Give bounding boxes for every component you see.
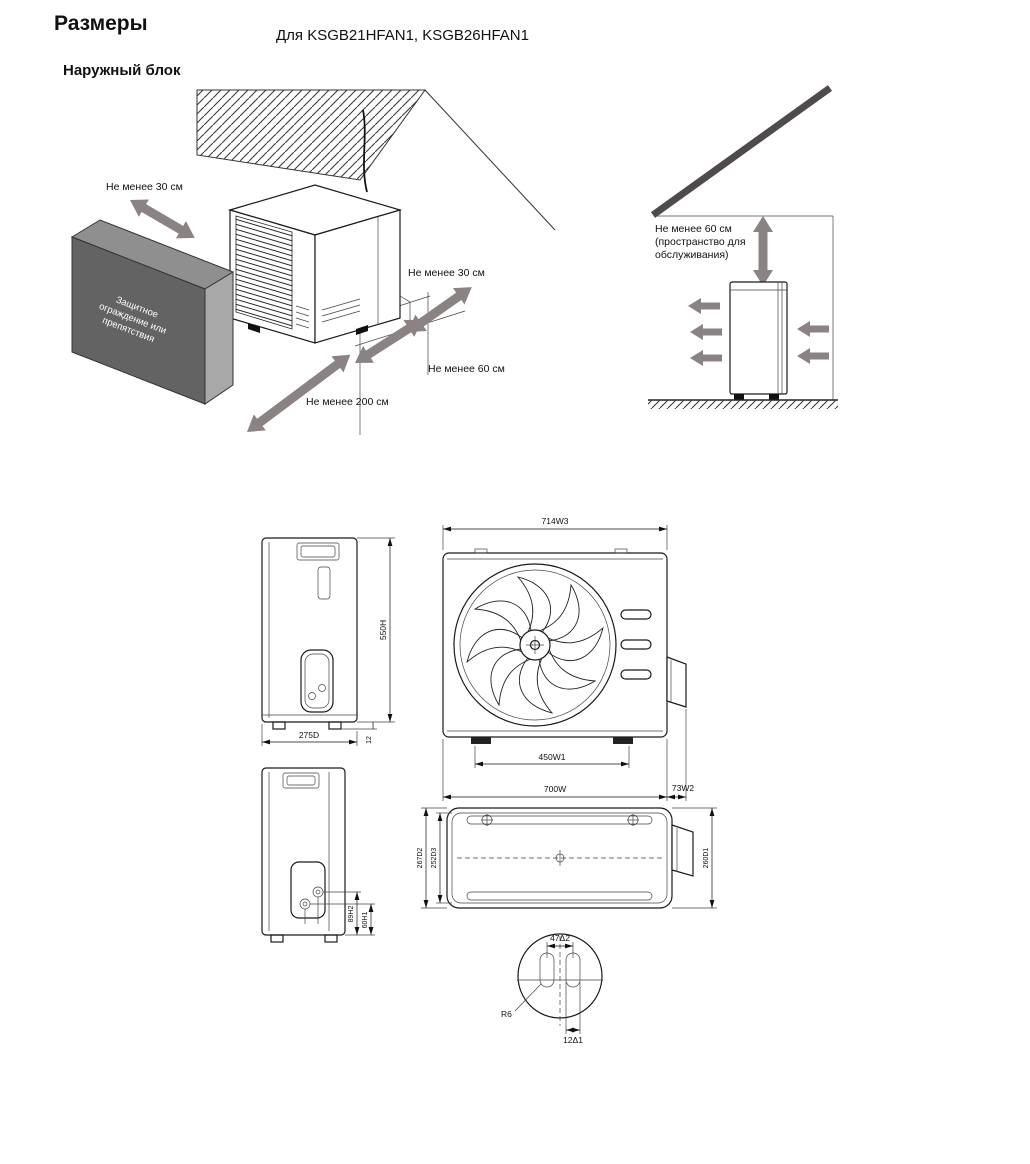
airflow-arrows: [688, 298, 829, 366]
power-cable: [362, 109, 368, 193]
ceiling-hatch: [196, 89, 556, 231]
installation-clearance-diagram: Защитное ограждение или препятствия Не м…: [70, 89, 556, 435]
unit-foot: [328, 721, 342, 730]
side-view-top: 550H 275D 12: [261, 537, 395, 746]
valve-cover: [290, 861, 326, 919]
side-view-bottom: 89H2 60H1: [261, 767, 375, 943]
label-clearance-200: Не менее 200 см: [306, 396, 389, 408]
service-label: Не менее 60 см (пространство для обслужи…: [655, 223, 746, 261]
unit-foot: [356, 325, 368, 335]
label-clearance-60: Не менее 60 см: [428, 363, 505, 375]
unit-foot: [270, 934, 284, 943]
louver-slot: [620, 669, 652, 680]
service-valve: [312, 886, 324, 898]
unit-foot: [613, 737, 633, 744]
service-label-line1: Не менее 60 см: [655, 223, 732, 235]
dim-width-overall: 714W3: [542, 516, 569, 526]
models-subtitle: Для KSGB21HFAN1, KSGB26HFAN1: [276, 27, 529, 44]
arrow-30cm-left: [130, 199, 195, 239]
page-title: Размеры: [54, 12, 148, 35]
unit-foot: [272, 721, 286, 730]
clearance-arrows: [130, 199, 472, 432]
dim-height: 550H: [378, 620, 388, 640]
louver-slot: [620, 609, 652, 620]
airflow-arrow: [688, 298, 720, 314]
dim-depth-outer: 267D2: [417, 848, 424, 869]
outdoor-unit-isometric: [227, 109, 413, 344]
pipe: [399, 295, 411, 320]
unit-foot: [248, 323, 260, 333]
dim-depth-right: 260D1: [703, 848, 710, 869]
dim-slot-radius: R6: [501, 1009, 512, 1019]
louver-slot: [620, 639, 652, 650]
dim-slot-width: 12Δ1: [563, 1035, 583, 1045]
barrier-side-face: [204, 271, 234, 405]
dim-pipe-side: 73W2: [672, 783, 694, 793]
roof-line: [650, 85, 833, 218]
section-heading: Наружный блок: [63, 62, 181, 79]
unit-foot: [769, 394, 779, 400]
service-arrow: [753, 216, 773, 286]
dim-valve-height-1: 89H2: [348, 906, 355, 923]
outdoor-unit-side: [729, 281, 788, 400]
datum-lines: [656, 215, 834, 400]
base-detail: 47Δ2 R6 12Δ1: [501, 933, 603, 1045]
airflow-arrow: [797, 348, 829, 364]
unit-foot: [734, 394, 744, 400]
grille-louvers: [235, 215, 293, 330]
mount-slot: [539, 952, 555, 988]
service-label-line2: (пространство для: [655, 236, 746, 248]
barrier-front-face: [71, 236, 206, 405]
dimension-drawings: 550H 275D 12: [261, 516, 717, 1045]
dim-valve-height-2: 60H1: [362, 912, 369, 929]
unit-foot: [324, 934, 338, 943]
airflow-arrow: [797, 321, 829, 337]
airflow-arrow: [690, 350, 722, 366]
ground-hatch: [648, 399, 838, 409]
arrow-30cm-right: [408, 287, 472, 332]
service-label-line3: обслуживания): [655, 249, 729, 261]
top-view: 267D2 252D3 260D1: [417, 807, 717, 909]
dim-foot-height: 12: [366, 736, 373, 744]
service-clearance-diagram: Не менее 60 см (пространство для обслужи…: [648, 85, 838, 409]
arrow-60cm: [355, 319, 423, 363]
barrier-box: Защитное ограждение или препятствия: [70, 219, 235, 405]
dim-feet-pitch: 450W1: [539, 752, 566, 762]
pipe-cover-top: [671, 824, 694, 877]
dim-slot-pitch: 47Δ2: [550, 933, 570, 943]
dim-depth-inner: 252D3: [431, 848, 438, 869]
pipe-cover: [666, 656, 687, 708]
front-view: 714W3 450W1 700W 73W2: [442, 516, 694, 801]
dim-depth: 275D: [299, 730, 319, 740]
label-clearance-30-right: Не менее 30 см: [408, 267, 485, 279]
dim-width-body: 700W: [544, 784, 566, 794]
service-valve: [299, 898, 311, 910]
label-clearance-30-left: Не менее 30 см: [106, 181, 183, 193]
airflow-arrow: [690, 324, 722, 340]
arrow-200cm: [247, 354, 351, 432]
mount-slot: [565, 952, 581, 988]
fan: [453, 563, 617, 727]
unit-foot: [471, 737, 491, 744]
